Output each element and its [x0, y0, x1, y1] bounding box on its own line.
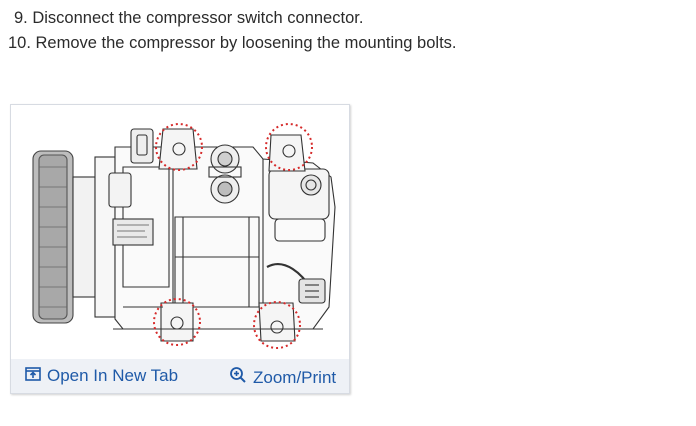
- zoom-print-link[interactable]: Zoom/Print: [229, 366, 336, 389]
- step-10: 10. Remove the compressor by loosening t…: [8, 34, 457, 52]
- open-new-tab-icon: [25, 366, 41, 386]
- compressor-illustration: [32, 123, 336, 349]
- compressor-diagram[interactable]: [13, 107, 347, 357]
- instruction-steps: 9. Disconnect the compressor switch conn…: [8, 6, 457, 56]
- open-new-tab-link[interactable]: Open In New Tab: [25, 366, 178, 386]
- step-9: 9. Disconnect the compressor switch conn…: [14, 9, 364, 27]
- open-new-tab-label: Open In New Tab: [47, 366, 179, 385]
- zoom-print-label: Zoom/Print: [253, 367, 337, 387]
- compressor-figure: Open In New Tab Zoom/Print: [10, 104, 350, 394]
- figure-action-bar: Open In New Tab Zoom/Print: [11, 359, 349, 393]
- zoom-in-icon: [229, 366, 247, 389]
